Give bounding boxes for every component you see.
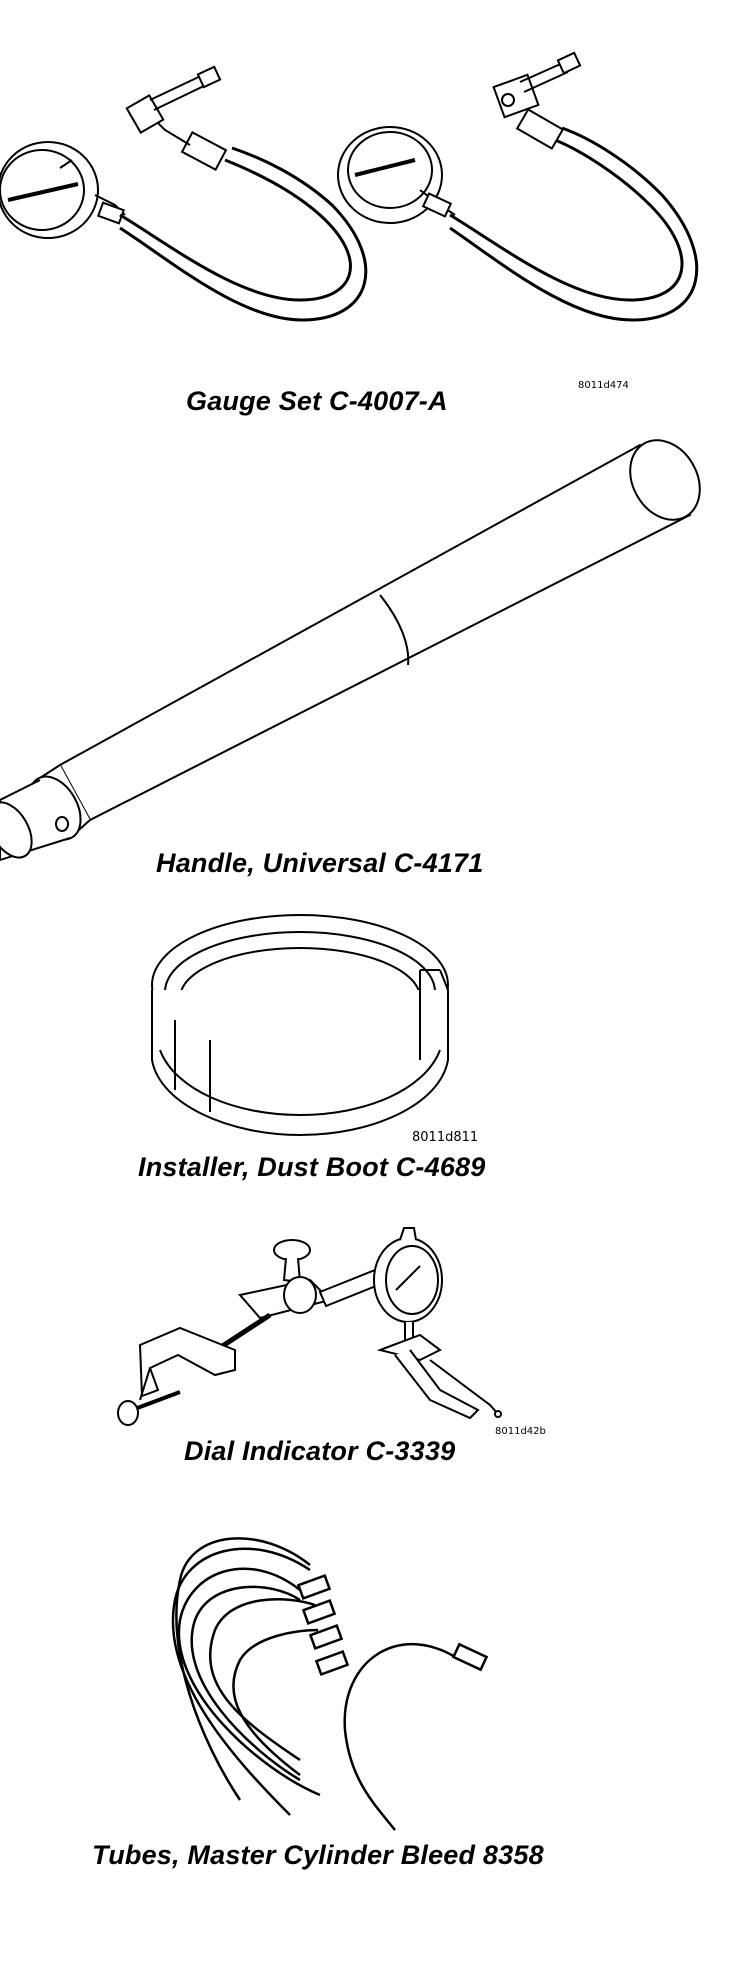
figure-caption: Tubes, Master Cylinder Bleed 8358 (92, 1840, 544, 1870)
figure-dust-boot-installer: 8011d811 Installer, Dust Boot C-4689 (0, 890, 736, 1200)
figure-reference: 8011d474 (578, 380, 629, 391)
dial-indicator-icon (118, 1228, 501, 1425)
bleed-tubes-icon (173, 1538, 487, 1830)
figure-caption: Gauge Set C-4007-A (186, 386, 448, 416)
left-gauge-icon (0, 67, 366, 320)
figure-reference: 8011d811 (412, 1130, 479, 1145)
figure-gauge-set: Gauge Set C-4007-A 8011d474 (0, 0, 736, 420)
figure-bleed-tubes: Tubes, Master Cylinder Bleed 8358 (0, 1470, 736, 1890)
bleed-tubes-illustration (0, 1470, 736, 1830)
figure-caption: Dial Indicator C-3339 (184, 1436, 456, 1466)
dial-indicator-illustration (0, 1200, 736, 1430)
figure-caption: Installer, Dust Boot C-4689 (138, 1152, 486, 1182)
figure-universal-handle: Handle, Universal C-4171 (0, 420, 736, 890)
right-gauge-icon (338, 53, 697, 320)
handle-illustration (0, 420, 736, 860)
installer-illustration (0, 890, 736, 1150)
gauge-set-illustration (0, 0, 736, 360)
figure-reference: 8011d42b (495, 1426, 546, 1437)
figure-dial-indicator: Dial Indicator C-3339 8011d42b (0, 1200, 736, 1470)
figure-caption: Handle, Universal C-4171 (156, 848, 484, 878)
handle-icon (0, 428, 714, 865)
installer-icon (152, 915, 448, 1135)
